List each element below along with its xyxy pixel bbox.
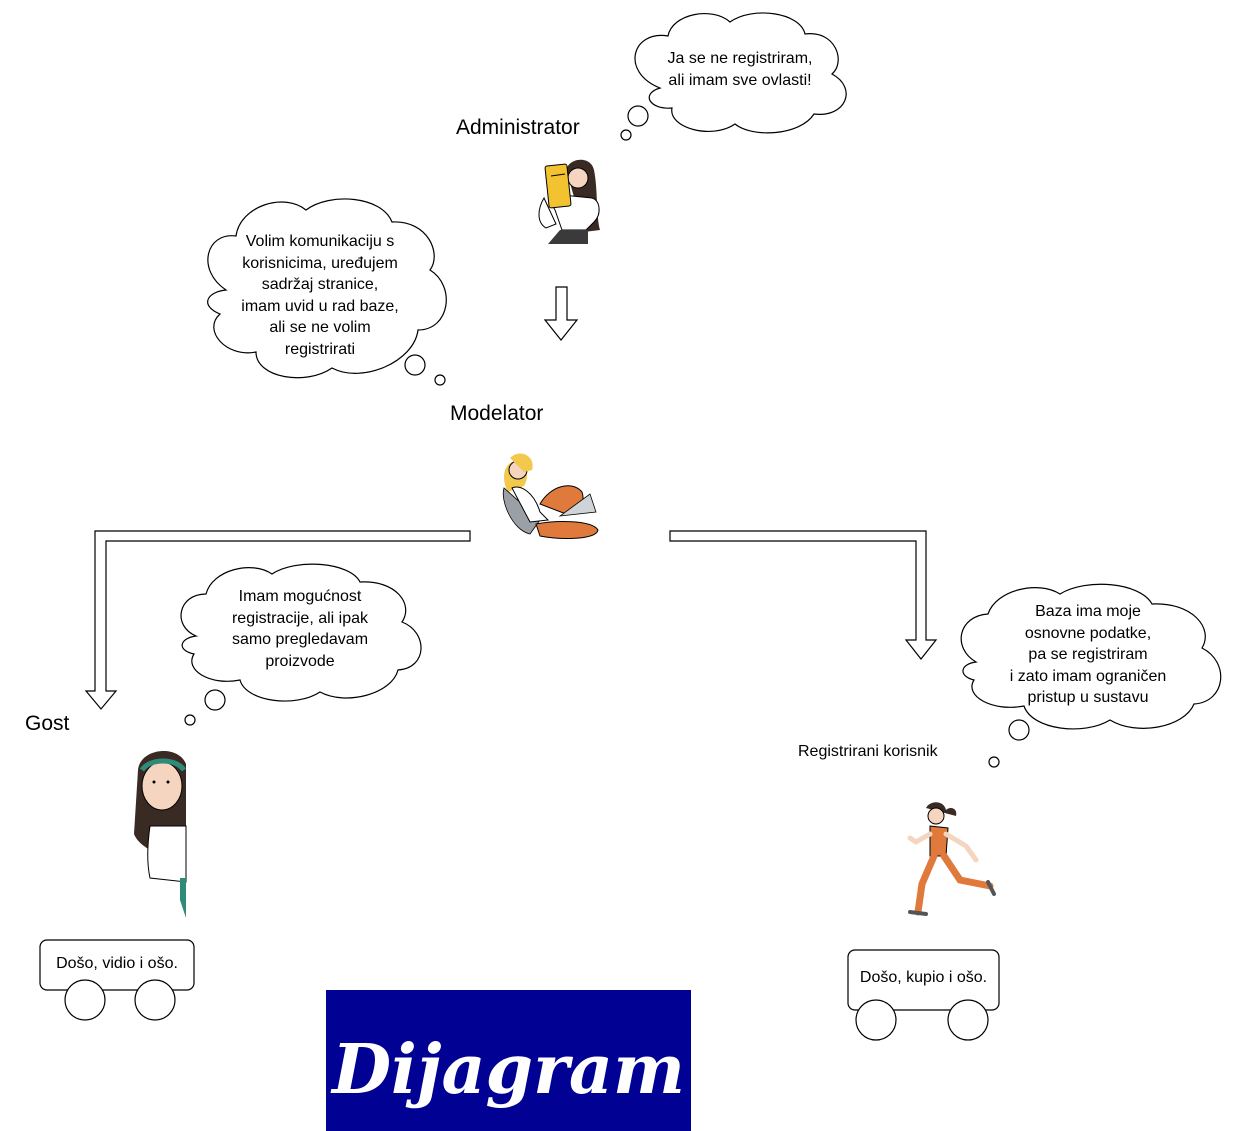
modelator-to-registrirani-arrow (669, 530, 938, 660)
gost-cart (39, 939, 195, 1021)
modelator-thought-bubble (207, 198, 447, 386)
registrirani-thought-bubble (960, 583, 1222, 768)
modelator-to-gost-arrow (84, 530, 471, 710)
administrator-figure-icon (538, 159, 600, 244)
registrirani-label: Registrirani korisnik (798, 743, 938, 760)
modelator-figure-icon (502, 453, 599, 539)
gost-label: Gost (25, 712, 70, 735)
administrator-thought-text: Ja se ne registriram, ali imam sve ovlas… (667, 50, 813, 89)
registrirani-cart-text: Došo, kupio i ošo. (859, 969, 988, 986)
banner-title: Dijagram (332, 1030, 685, 1110)
admin-to-modelator-arrow (543, 286, 579, 341)
registrirani-figure-icon (907, 802, 996, 916)
administrator-label: Administrator (456, 116, 580, 139)
modelator-thought-text: Volim komunikaciju s korisnicima, uređuj… (241, 233, 399, 358)
registrirani-cart (847, 949, 1000, 1041)
gost-thought-text: Imam mogućnost registracije, ali ipak sa… (231, 588, 369, 670)
gost-figure-icon (134, 751, 187, 918)
dijagram-banner: Dijagram (326, 990, 691, 1131)
gost-cart-text: Došo, vidio i ošo. (56, 955, 178, 972)
gost-thought-bubble (180, 563, 422, 726)
administrator-thought-bubble (620, 12, 847, 141)
registrirani-thought-text: Baza ima moje osnovne podatke, pa se reg… (1009, 603, 1167, 706)
modelator-label: Modelator (450, 402, 544, 425)
